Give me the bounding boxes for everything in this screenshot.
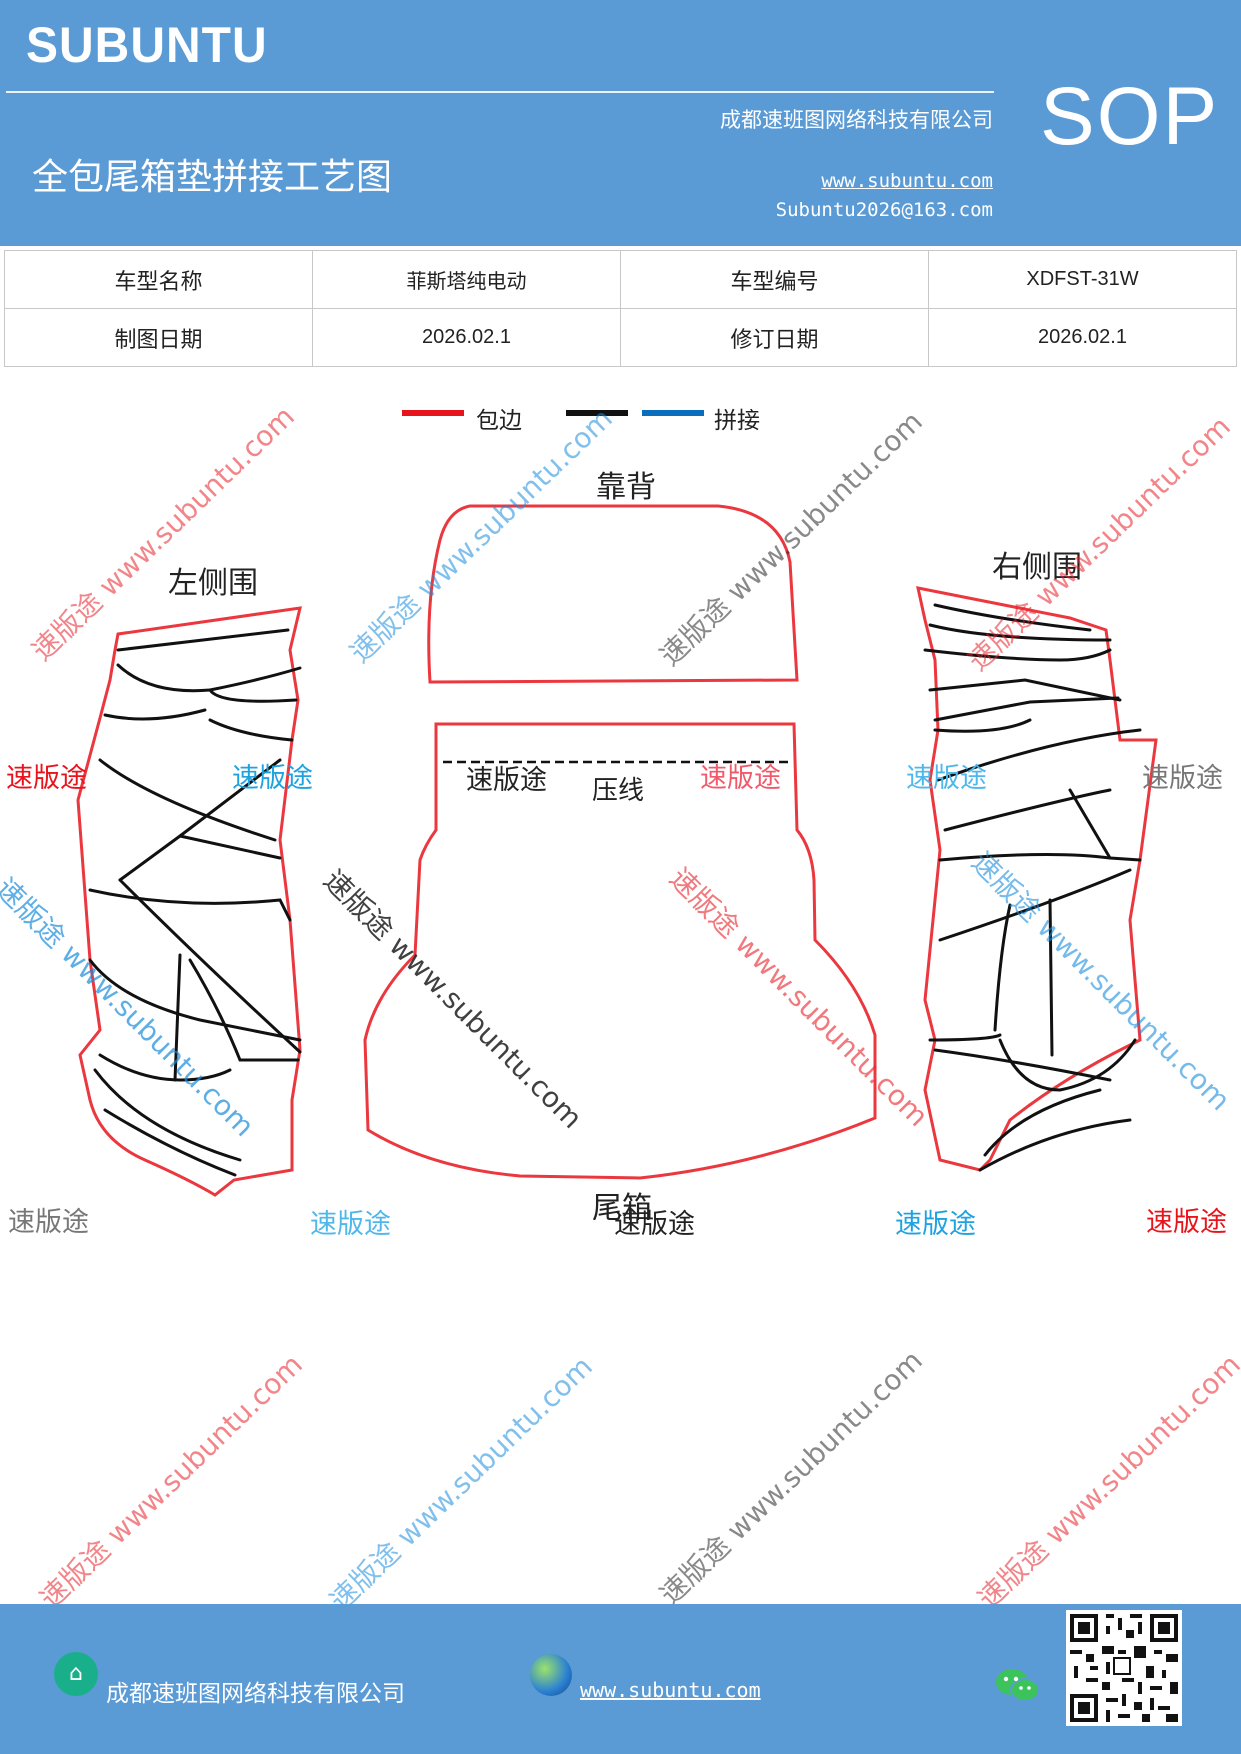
footer-company: 成都速班图网络科技有限公司 [106, 1681, 405, 1707]
website-link[interactable]: www.subuntu.com [821, 170, 993, 192]
email-address: Subuntu2026@163.com [775, 199, 993, 221]
brand-logo: SUBUNTU [26, 17, 268, 74]
backrest-panel [427, 504, 799, 684]
right-side-label: 右侧围 [992, 550, 1082, 585]
draw-date-value: 2026.02.1 [312, 308, 621, 367]
press-line-label: 压线 [592, 776, 644, 806]
left-side-label: 左侧围 [168, 566, 258, 601]
qr-code [1066, 1610, 1182, 1726]
backrest-label: 靠背 [596, 470, 656, 505]
watermark-diagonal: 速版途 www.subuntu.com [653, 1343, 929, 1612]
header-banner: SUBUNTU 成都速班图网络科技有限公司 全包尾箱垫拼接工艺图 www.sub… [0, 0, 1241, 246]
right-side-seams [923, 603, 1142, 1172]
right-side-outline [916, 586, 1158, 1172]
document-title: 全包尾箱垫拼接工艺图 [32, 157, 393, 198]
watermark-diagonal: 速版途 www.subuntu.com [971, 1347, 1241, 1616]
model-name-value: 菲斯塔纯电动 [312, 250, 621, 309]
revise-date-label: 修订日期 [620, 308, 929, 367]
table-row: 车型名称 菲斯塔纯电动 车型编号 XDFST-31W [4, 250, 1237, 309]
legend-edge-label: 包边 [476, 408, 522, 434]
info-table: 车型名称 菲斯塔纯电动 车型编号 XDFST-31W 制图日期 2026.02.… [4, 250, 1237, 367]
trunk-panel [363, 722, 877, 1180]
watermark-diagonal: 速版途 www.subuntu.com [33, 1347, 309, 1616]
globe-icon [530, 1654, 572, 1696]
left-side-seams [88, 628, 302, 1177]
home-icon: ⌂ [54, 1652, 98, 1696]
model-code-value: XDFST-31W [928, 250, 1237, 309]
table-row: 制图日期 2026.02.1 修订日期 2026.02.1 [4, 308, 1237, 367]
watermark-diagonal: 速版途 www.subuntu.com [323, 1349, 599, 1618]
model-name-label: 车型名称 [4, 250, 313, 309]
legend-splice-label: 拼接 [714, 408, 760, 434]
company-name: 成都速班图网络科技有限公司 [720, 108, 993, 132]
sop-badge: SOP [1040, 71, 1220, 162]
trunk-label: 尾箱 [592, 1191, 652, 1220]
draw-date-label: 制图日期 [4, 308, 313, 367]
wechat-icon [996, 1669, 1040, 1702]
revise-date-value: 2026.02.1 [928, 308, 1237, 367]
footer-banner: ⌂ 成都速班图网络科技有限公司 www.subuntu.com [0, 1604, 1241, 1754]
mat-diagram: 包边 拼接 靠背 压线 尾箱 左侧围 右侧围 [76, 408, 1158, 1220]
header-divider [6, 91, 994, 93]
footer-website-link[interactable]: www.subuntu.com [580, 1678, 761, 1702]
model-code-label: 车型编号 [620, 250, 929, 309]
